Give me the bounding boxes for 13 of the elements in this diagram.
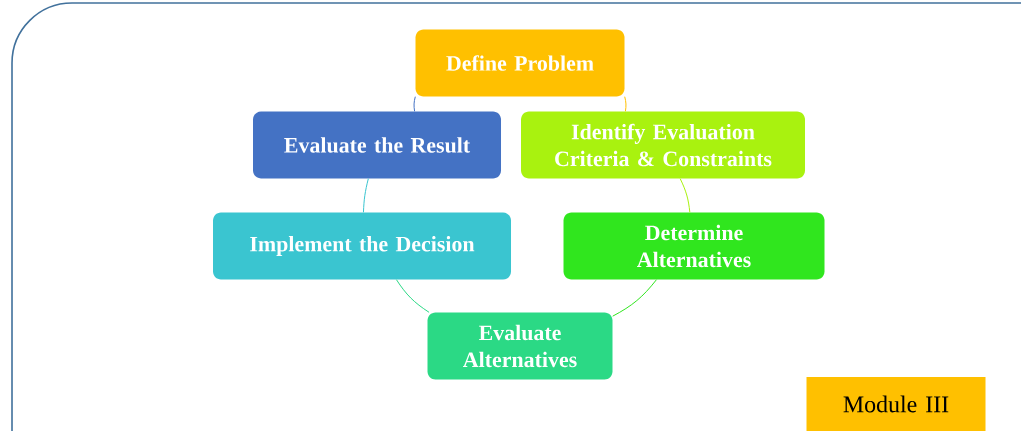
step-box: Determine Alternatives: [563, 212, 825, 280]
step-box: Identify Evaluation Criteria & Constraints: [521, 111, 805, 179]
step-box: Define Problem: [415, 29, 625, 97]
connector-arc: [612, 279, 657, 317]
step-box: Evaluate Alternatives: [427, 312, 613, 380]
connector-arc: [624, 96, 627, 112]
step-box: Implement the Decision: [213, 212, 511, 280]
module-label: Module III: [806, 377, 986, 431]
connector-arc: [395, 279, 430, 313]
connector-arc: [679, 178, 691, 213]
step-box: Evaluate the Result: [253, 111, 501, 179]
connector-arc: [413, 96, 416, 112]
connector-arc: [362, 178, 369, 213]
